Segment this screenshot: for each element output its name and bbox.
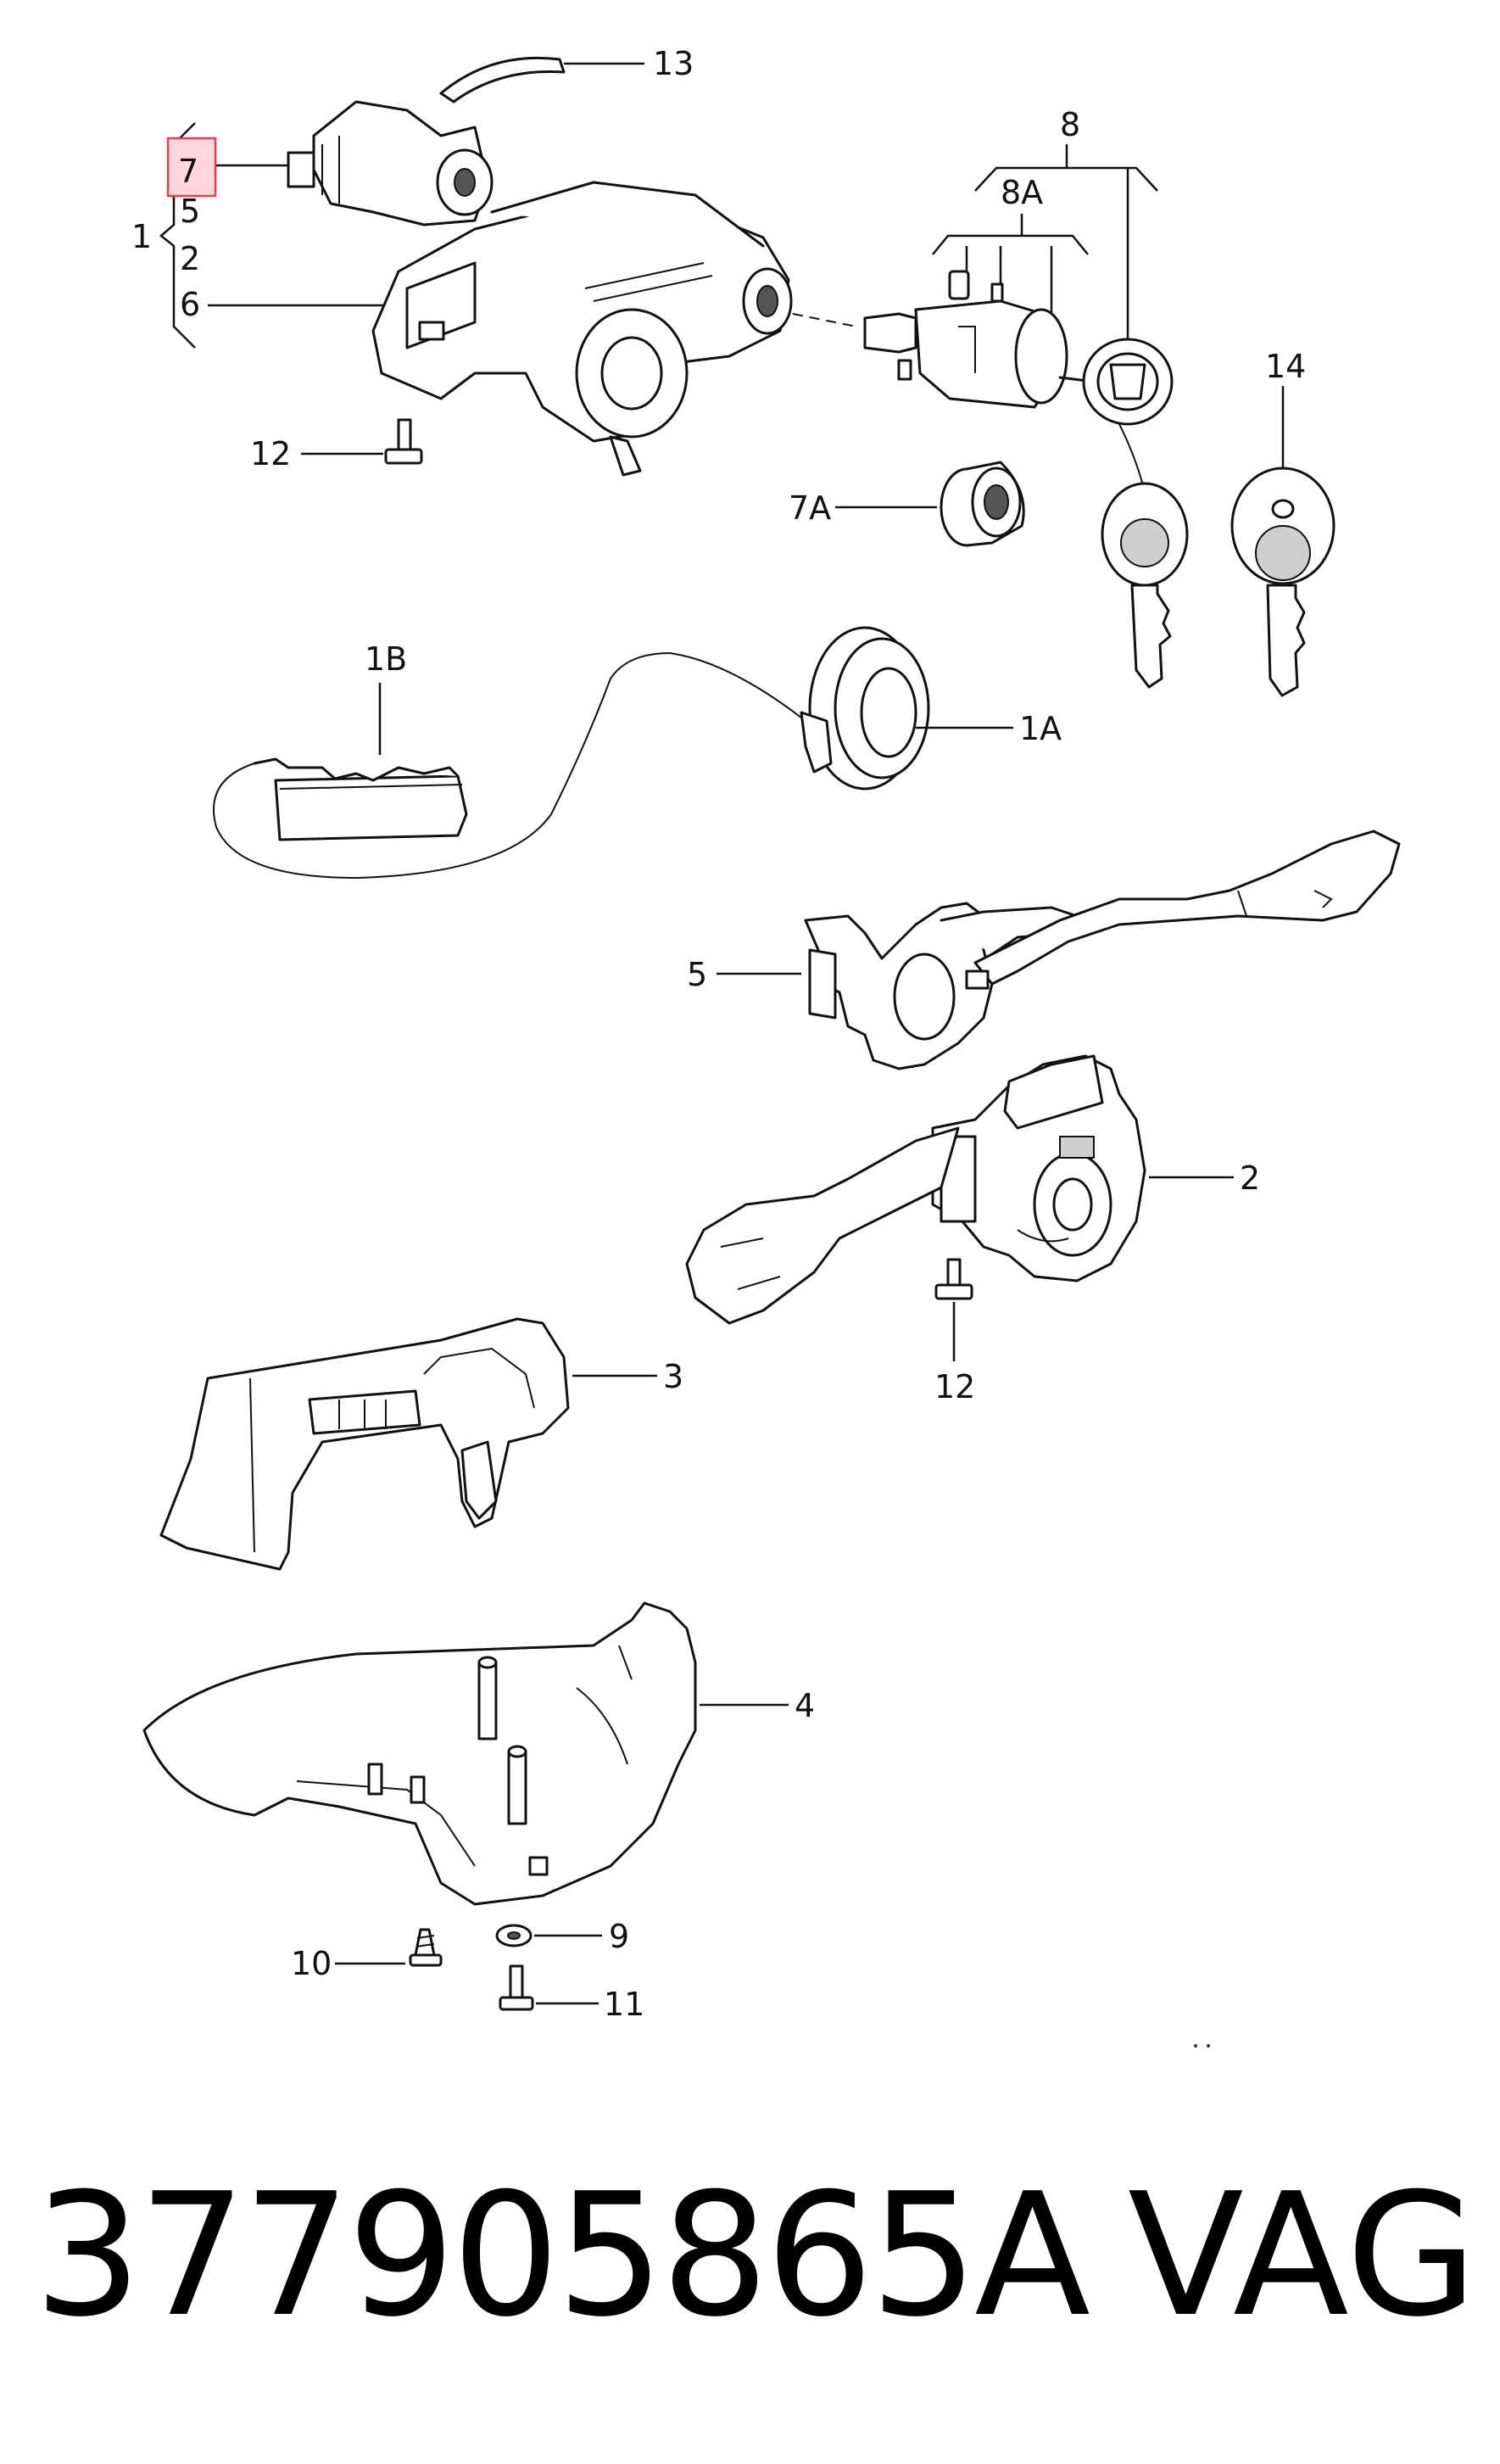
callout-1A: 1A	[1019, 710, 1062, 747]
part-4-lower-trim	[142, 1601, 697, 1906]
part-11-bolt	[499, 1964, 534, 2011]
callout-12-top: 12	[250, 435, 291, 472]
callout-7A: 7A	[789, 489, 831, 527]
callout-10: 10	[291, 1945, 332, 1982]
artifact-dot	[1207, 2044, 1210, 2048]
callout-11: 11	[604, 1986, 644, 2023]
callout-1B: 1B	[365, 640, 407, 678]
part-8-key	[1058, 338, 1189, 689]
callout-2: 2	[1240, 1159, 1260, 1197]
part-12-bolt-top	[384, 418, 423, 465]
part-8A-lock-cylinder	[863, 270, 1068, 409]
artifact-dot	[1194, 2044, 1197, 2048]
callout-13: 13	[653, 45, 694, 82]
callout-4: 4	[795, 1687, 815, 1724]
callout-6: 6	[180, 286, 200, 323]
callout-2-top: 2	[180, 240, 200, 277]
part-2-turn-signal-switch	[685, 1054, 1146, 1325]
callout-8: 8	[1060, 106, 1080, 143]
callout-7: 7	[178, 153, 198, 190]
part-9-washer	[495, 1924, 533, 1947]
brand-label: VAG	[1128, 2157, 1478, 2355]
part-3-upper-trim	[159, 1317, 570, 1571]
callout-7-highlight	[166, 137, 217, 198]
axis-line	[792, 313, 857, 327]
part-number: 377905865A	[34, 2157, 1090, 2355]
callout-12-mid: 12	[934, 1368, 975, 1405]
leaders-8-parts	[965, 168, 1129, 356]
part-14-key	[1230, 467, 1336, 697]
callout-1: 1	[131, 218, 152, 255]
part-5-wiper-switch	[804, 830, 1401, 1070]
callout-3: 3	[663, 1358, 683, 1395]
part-12-bolt-mid	[934, 1258, 973, 1300]
bracket-8A	[932, 234, 1089, 255]
callout-8A: 8A	[1001, 174, 1043, 211]
callout-9: 9	[609, 1918, 629, 1955]
callout-5-top: 5	[180, 193, 200, 230]
part-6-lock-housing	[371, 181, 793, 477]
callout-14: 14	[1265, 348, 1306, 385]
part-1A-slip-ring	[800, 626, 930, 791]
part-7A-ring	[940, 461, 1025, 547]
part-7-ignition-switch	[287, 100, 493, 226]
part-1B-control-unit	[213, 651, 806, 880]
part-13-cover-strip	[439, 56, 644, 103]
callout-5: 5	[687, 956, 707, 993]
footer: 377905865A VAG	[34, 2154, 1478, 2358]
part-10-screw	[409, 1928, 443, 1967]
